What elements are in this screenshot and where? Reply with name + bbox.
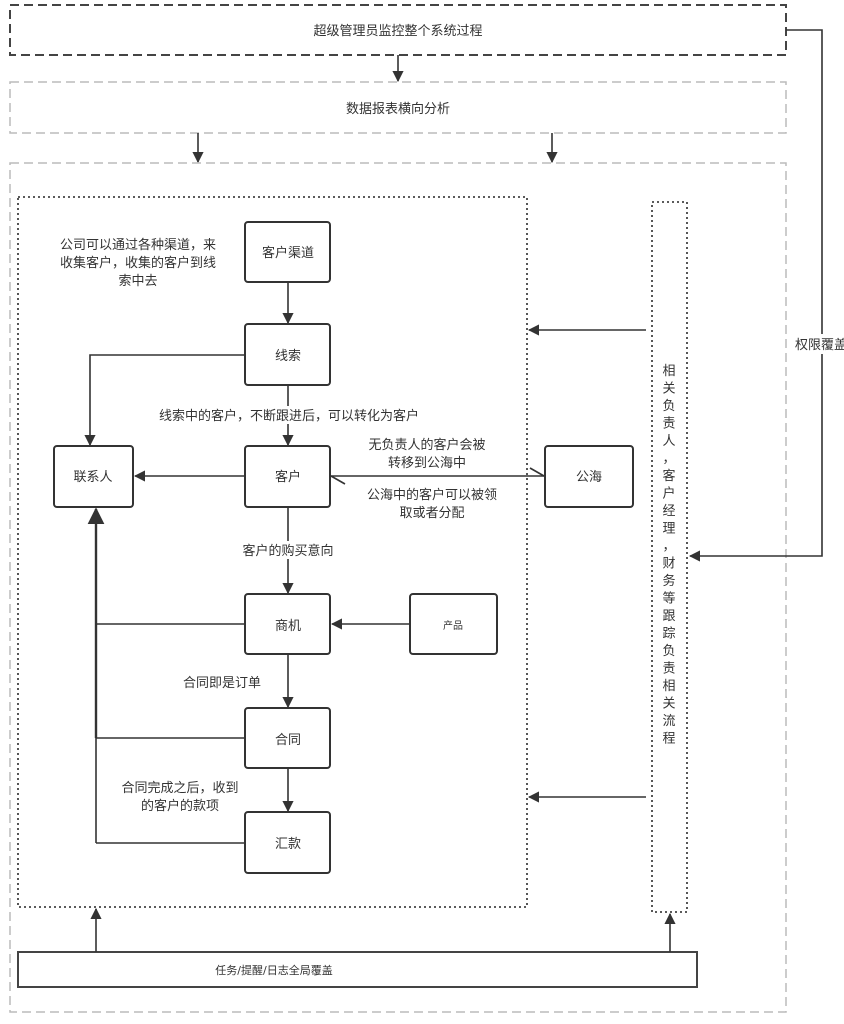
vertical-char: 责: [662, 662, 675, 677]
annotation-bg: [236, 541, 340, 559]
global-tasks-box[interactable]: 任务/提醒/日志全局覆盖: [17, 951, 698, 988]
supervisor-box[interactable]: 超级管理员监控整个系统过程: [9, 4, 787, 56]
node-contact[interactable]: 联系人: [53, 445, 134, 508]
responsible-parties-box[interactable]: 相关负责人，客户经理，财务等跟踪负责相关流程: [651, 201, 688, 913]
half-arrow-to-public-pool: [529, 467, 545, 477]
vertical-char: 责: [662, 417, 675, 432]
node-opportunity[interactable]: 商机: [244, 593, 331, 655]
vertical-char: 关: [662, 697, 675, 712]
annotation-line: 的客户的款项: [141, 798, 219, 814]
report-label: 数据报表横向分析: [346, 101, 450, 117]
vertical-char: 跟: [662, 609, 675, 624]
supervisor-label: 超级管理员监控整个系统过程: [313, 24, 482, 39]
annotation-line: 无负责人的客户会被: [368, 437, 485, 453]
vertical-char: 户: [662, 486, 675, 502]
vertical-char: 负: [662, 644, 675, 659]
annotation-line: 取或者分配: [399, 506, 464, 521]
annotation-channel-note: 公司可以通过各种渠道，来 收集客户，收集的客户到线 索中去: [60, 237, 216, 289]
vertical-char: 理: [662, 522, 675, 537]
vertical-char: ，: [662, 539, 675, 554]
annotation-line: 收集客户，收集的客户到线: [60, 255, 216, 271]
node-public-pool-label: 公海: [576, 470, 602, 485]
responsible-parties-label: 相关负责人，客户经理，财务等跟踪负责相关流程: [662, 364, 675, 747]
vertical-char: 关: [662, 382, 675, 397]
node-payment-label: 汇款: [275, 837, 301, 852]
annotation-line: 公司可以通过各种渠道，来: [60, 237, 216, 253]
node-product-label: 产品: [443, 619, 463, 632]
node-contract[interactable]: 合同: [244, 707, 331, 769]
node-channel-label: 客户渠道: [262, 245, 314, 261]
vertical-char: 踪: [662, 627, 675, 642]
annotation-after-contract: 合同完成之后，收到 的客户的款项: [121, 781, 238, 814]
node-product[interactable]: 产品: [409, 593, 498, 655]
annotation-line: 索中去: [118, 274, 157, 289]
vertical-char: 经: [662, 504, 675, 519]
vertical-char: 负: [662, 399, 675, 414]
arrow-clue-to-contact: [84, 354, 245, 447]
vertical-char: 务: [662, 573, 675, 589]
vertical-char: ，: [662, 452, 675, 467]
vertical-char: 相: [662, 364, 675, 379]
vertical-char: 相: [662, 679, 675, 694]
node-channel[interactable]: 客户渠道: [244, 221, 331, 283]
annotation-line: 公海中的客户可以被领: [367, 487, 497, 503]
annotation-line: 转移到公海中: [388, 456, 466, 471]
node-opportunity-label: 商机: [275, 619, 301, 634]
annotation-from-pool: 公海中的客户可以被领 取或者分配: [367, 487, 497, 521]
annotation-contract-is-order: 合同即是订单: [183, 676, 261, 691]
annotation-to-pool: 无负责人的客户会被 转移到公海中: [368, 437, 485, 471]
node-payment[interactable]: 汇款: [244, 811, 331, 874]
node-clue[interactable]: 线索: [244, 323, 331, 386]
vertical-char: 财: [662, 557, 675, 572]
permission-label-bg: [790, 334, 844, 354]
node-customer[interactable]: 客户: [244, 445, 331, 508]
annotation-purchase-intent: 客户的购买意向: [242, 543, 333, 559]
node-public-pool[interactable]: 公海: [544, 445, 634, 508]
permission-connector: [688, 29, 823, 562]
vertical-char: 程: [662, 732, 675, 747]
vertical-char: 人: [662, 434, 675, 449]
node-contract-label: 合同: [275, 733, 301, 748]
vertical-char: 流: [662, 714, 675, 729]
half-arrow-to-customer: [330, 475, 346, 485]
annotation-line: 合同完成之后，收到: [121, 781, 238, 796]
vertical-char: 客: [662, 468, 675, 484]
global-tasks-label: 任务/提醒/日志全局覆盖: [215, 963, 332, 977]
annotation-bg: [146, 406, 432, 424]
node-contact-label: 联系人: [73, 470, 112, 485]
node-customer-label: 客户: [275, 469, 301, 485]
permission-label: 权限覆盖: [795, 337, 844, 353]
node-clue-label: 线索: [275, 349, 301, 364]
vertical-char: 等: [662, 591, 675, 607]
annotation-clue-to-customer: 线索中的客户，不断跟进后，可以转化为客户: [159, 408, 419, 424]
report-box[interactable]: 数据报表横向分析: [9, 81, 787, 134]
